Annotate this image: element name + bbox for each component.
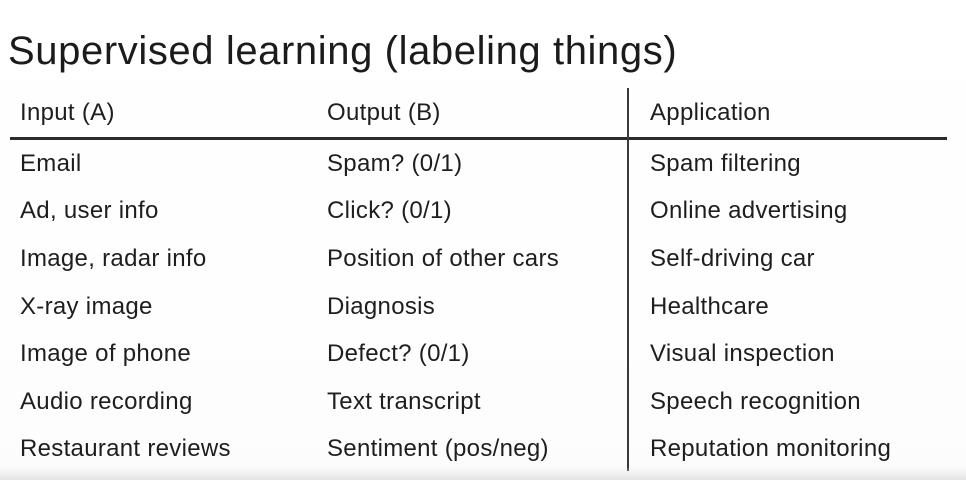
table-row: Audio recording Text transcript Speech r…	[10, 378, 947, 426]
output-cell: Text transcript	[327, 387, 481, 415]
application-cell: Visual inspection	[650, 340, 835, 368]
input-cell: X-ray image	[20, 292, 153, 320]
column-header-output: Output (B)	[327, 98, 441, 126]
slide-title: Supervised learning (labeling things)	[8, 28, 678, 73]
table-row: Email Spam? (0/1) Spam filtering	[10, 140, 947, 188]
application-cell: Reputation monitoring	[650, 435, 892, 463]
output-cell: Defect? (0/1)	[327, 340, 470, 368]
bottom-edge-shadow	[0, 467, 966, 480]
table-row: Image of phone Defect? (0/1) Visual insp…	[10, 330, 947, 378]
table-row: X-ray image Diagnosis Healthcare	[10, 283, 947, 331]
application-cell: Speech recognition	[650, 387, 861, 415]
application-cell: Self-driving car	[650, 244, 815, 272]
output-cell: Click? (0/1)	[327, 197, 452, 225]
output-cell: Sentiment (pos/neg)	[327, 435, 549, 463]
output-cell: Diagnosis	[327, 292, 436, 320]
table-row: Restaurant reviews Sentiment (pos/neg) R…	[10, 426, 947, 474]
table-row: Ad, user info Click? (0/1) Online advert…	[10, 188, 947, 236]
input-cell: Email	[20, 149, 82, 177]
input-cell: Image, radar info	[20, 244, 207, 272]
application-cell: Healthcare	[650, 292, 770, 320]
application-cell: Online advertising	[650, 197, 848, 225]
column-header-application: Application	[650, 98, 771, 126]
output-cell: Position of other cars	[327, 244, 560, 272]
table-row: Image, radar info Position of other cars…	[10, 235, 947, 283]
application-cell: Spam filtering	[650, 149, 801, 177]
application-column-divider	[627, 88, 629, 471]
input-cell: Image of phone	[20, 340, 191, 368]
input-cell: Ad, user info	[20, 197, 159, 225]
input-cell: Audio recording	[20, 387, 193, 415]
input-cell: Restaurant reviews	[20, 435, 231, 463]
table-body: Email Spam? (0/1) Spam filtering Ad, use…	[10, 140, 947, 473]
output-cell: Spam? (0/1)	[327, 149, 463, 177]
column-header-input: Input (A)	[20, 98, 115, 126]
supervised-learning-table: Input (A) Output (B) Application Email S…	[10, 88, 947, 473]
table-header-row: Input (A) Output (B) Application	[10, 88, 947, 140]
